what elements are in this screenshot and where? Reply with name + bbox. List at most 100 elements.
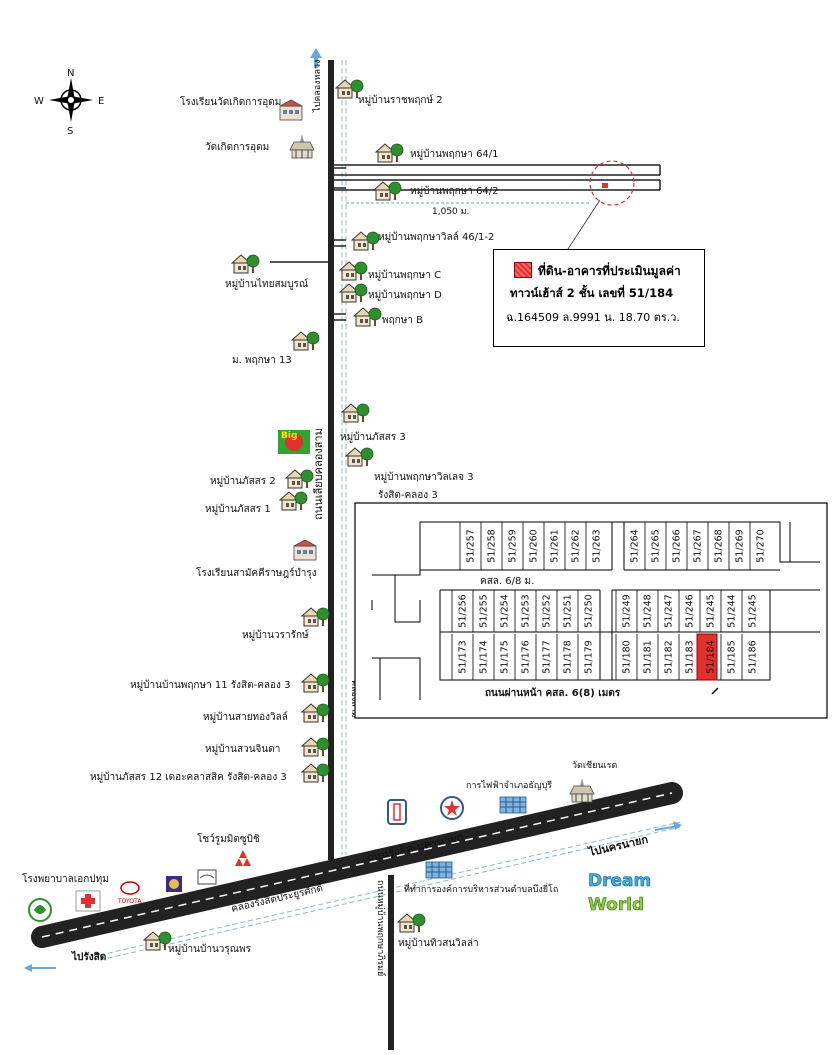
lot-label: 51/257 (466, 529, 477, 562)
main-vertical-road (328, 60, 334, 860)
village-pruksa-b: พฤกษา B (382, 315, 423, 326)
village-phatsorn-3: หมู่บ้านภัสสร 3 (340, 431, 406, 443)
lot-label: 51/262 (571, 529, 582, 562)
village-pruksa-village-3: หมู่บ้านพฤกษาวิลเลจ 3 (374, 471, 474, 483)
side-roads-middle (270, 239, 346, 321)
school-wat-label: โรงเรียนวัดเกิดการอุดม (180, 95, 281, 108)
village-phatsorn-1: หมู่บ้านภัสสร 1 (205, 503, 271, 515)
lower-road-label: ถนนหมู่บ้านพฤกษาภิรมย์ (375, 880, 387, 976)
svg-text:ไปรังสิต: ไปรังสิต (71, 950, 106, 963)
lot-label: 51/245 (706, 594, 717, 627)
mitsubishi-label: โชว์รูมมิตซูบิชิ (197, 832, 260, 845)
svg-text:Dream: Dream (588, 871, 651, 891)
lot-label: 51/269 (735, 529, 746, 562)
village-thiwson: หมู่บ้านทิวสนวิลล่า (398, 937, 479, 949)
road-label-main: ถนนเลียบคลองสาม (312, 428, 325, 520)
lot-label: 51/245 (748, 594, 759, 627)
village-pruksa-64-1: หมู่บ้านพฤกษา 64/1 (410, 148, 499, 160)
lot-label: 51/181 (643, 640, 654, 673)
village-pruksa-64-2: หมู่บ้านพฤกษา 64/2 (410, 185, 499, 197)
compass-e: E (98, 96, 104, 107)
lot-label: 51/244 (727, 594, 738, 627)
lot-label: 51/186 (748, 640, 759, 673)
compass-s: S (67, 126, 73, 137)
inset-road-top: คสล. 6/8 ม. (480, 576, 534, 587)
lot-label: 51/252 (542, 594, 553, 627)
village-ratchaphruek: หมู่บ้านราชพฤกษ์ 2 (358, 94, 443, 106)
legend-title: ที่ดิน-อาคารที่ประเมินมูลค่า (538, 264, 681, 278)
lot-label: 51/174 (479, 640, 490, 673)
lot-label: 51/185 (727, 640, 738, 673)
village-pruksa-13: ม. พฤกษา 13 (232, 355, 292, 366)
legend-deed-info: ฉ.164509 ล.9991 น. 18.70 ตร.ว. (506, 311, 680, 324)
lot-label: 51/182 (664, 640, 675, 673)
lot-label: 51/264 (630, 529, 641, 562)
lot-label: 51/256 (458, 594, 469, 627)
lot-label: 51/180 (622, 640, 633, 673)
lot-label: 51/251 (563, 594, 574, 627)
inset-plot-diagram: 51/257 51/258 51/259 51/260 51/261 51/262 51/2… (354, 502, 828, 719)
lot-label: 51/259 (508, 529, 519, 562)
lot-label: 51/179 (584, 640, 595, 673)
lot-label: 51/173 (458, 640, 469, 673)
svg-text:World: World (588, 895, 644, 915)
lot-label: 51/260 (529, 529, 540, 562)
subject-marker-map (602, 183, 608, 188)
lot-label: 51/270 (756, 529, 767, 562)
lot-label: 51/246 (685, 594, 696, 627)
lot-label: 51/267 (693, 529, 704, 562)
svg-text:Big: Big (281, 431, 297, 441)
lot-label: 51/261 (550, 529, 561, 562)
svg-text:TOYOTA: TOYOTA (117, 898, 142, 905)
lot-label: 51/268 (714, 529, 725, 562)
village-suan-chinda: หมู่บ้านสวนจินดา (205, 743, 280, 755)
lot-label: 51/265 (651, 529, 662, 562)
village-pruksa-11: หมู่บ้านบ้านพฤกษา 11 รังสิต-คลอง 3 (130, 679, 290, 691)
highway-rangsit-nakhon-nayok (31, 782, 683, 948)
inset-road-bottom: ถนนผ่านหน้า คสล. 6(8) เมตร (485, 687, 621, 699)
school-samakkhi-label: โรงเรียนสามัคคีราษฎร์บำรุง (196, 566, 317, 579)
canal-label-vertical: คลองสาม (349, 680, 359, 718)
village-pruksa-ville: หมู่บ้านพฤกษาวิลล์ 46/1-2 (378, 231, 494, 243)
village-pruksa-c: หมู่บ้านพฤกษา C (368, 269, 441, 281)
lot-label: 51/258 (487, 529, 498, 562)
lot-label: 51/247 (664, 594, 675, 627)
village-worarak: หมู่บ้านวรารักษ์ (242, 629, 309, 641)
compass-rose: N S W E (34, 68, 104, 137)
lot-label: 51/248 (643, 594, 654, 627)
legend-box: ที่ดิน-อาคารที่ประเมินมูลค่า ทาวน์เฮ้าส์… (493, 249, 705, 347)
lot-label: 51/254 (500, 594, 511, 627)
arrow-to-rangsit: ไปรังสิต (24, 950, 106, 972)
distance-label: 1,050 ม. (432, 207, 469, 217)
subject-lot-highlight (696, 633, 718, 681)
lot-label: 51/183 (685, 640, 696, 673)
legend-swatch (514, 262, 532, 278)
lot-label: 51/266 (672, 529, 683, 562)
lot-label: 51/184 (706, 640, 717, 673)
lot-label: 51/263 (592, 529, 603, 562)
lot-label: 51/253 (521, 594, 532, 627)
lot-label: 51/177 (542, 640, 553, 673)
obt-label: ที่ทำการองค์การบริหารส่วนตำบลบึงยี่โถ (404, 882, 558, 895)
road-label-top: ไปคลองหลวง (312, 60, 323, 113)
pea-label: การไฟฟ้าจำเภอธัญบุรี (466, 780, 552, 791)
legend-property-type: ทาวน์เฮ้าส์ 2 ชั้น เลขที่ 51/184 (510, 286, 674, 300)
hospital-logo (28, 898, 52, 922)
compass-n: N (67, 68, 74, 79)
village-worunporn: หมู่บ้านบ้านวรุณพร (168, 943, 252, 955)
lower-vertical-road (388, 875, 394, 1050)
lot-label: 51/255 (479, 594, 490, 627)
toyota-logo: TOYOTA (117, 881, 142, 905)
village-sai-thong: หมู่บ้านสายทองวิลล์ (203, 711, 288, 723)
mitsubishi-logo (235, 850, 251, 866)
dreamworld-logo: Dream World (588, 871, 652, 916)
red-cross-icon (75, 890, 101, 912)
wat-chianrat-label: วัดเชียนเรต (572, 760, 617, 771)
lot-label: 51/175 (500, 640, 511, 673)
village-phatsorn-2: หมู่บ้านภัสสร 2 (210, 475, 276, 487)
lot-label: 51/250 (584, 594, 595, 627)
ptt-style-logo (387, 799, 407, 825)
big-c-logo: Big (278, 430, 310, 454)
hospital-label: โรงพยาบาลเอกปทุม (22, 872, 109, 885)
compass-w: W (34, 96, 44, 107)
